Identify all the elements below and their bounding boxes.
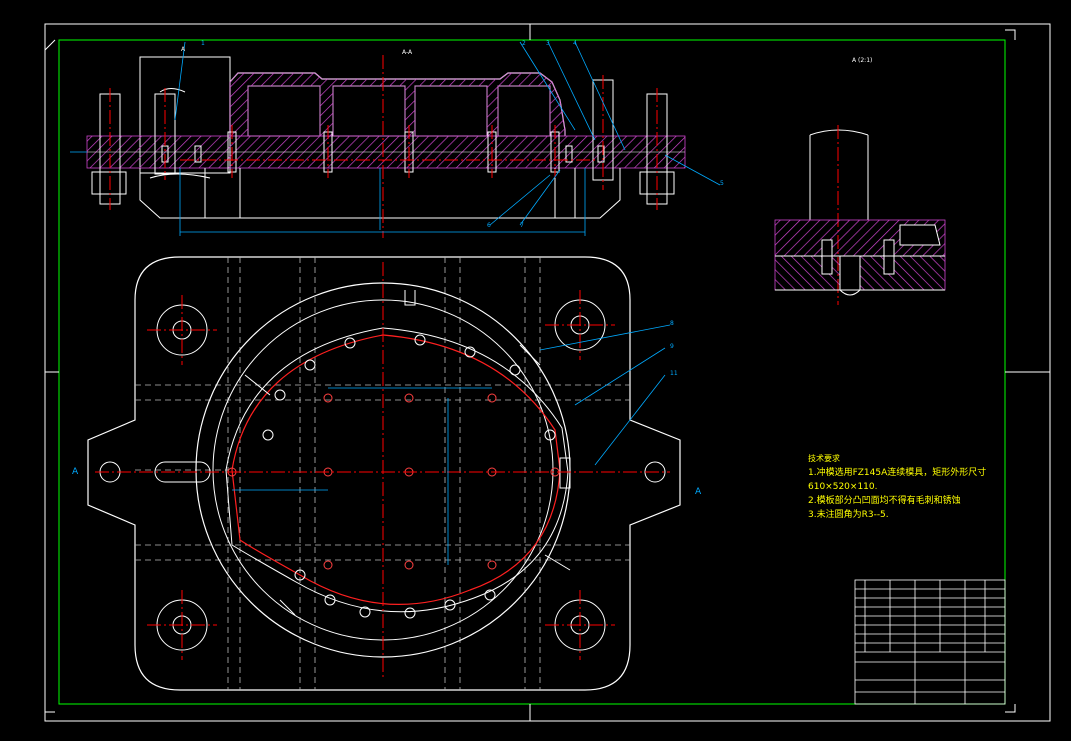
technical-note-3: 3.未注圆角为R3--5. bbox=[808, 510, 889, 520]
balloon-6: 6 bbox=[487, 222, 491, 229]
balloon-11: 11 bbox=[670, 370, 678, 377]
technical-note-2: 2.模板部分凸凹面均不得有毛刺和锈蚀 bbox=[808, 496, 961, 506]
balloon-4: 4 bbox=[573, 40, 577, 47]
section-title: A-A bbox=[402, 49, 413, 56]
detail-title: A (2:1) bbox=[852, 57, 872, 64]
cut-mark-right: A bbox=[695, 487, 702, 497]
technical-note-1-cont: 610×520×110. bbox=[808, 482, 878, 492]
technical-notes-title: 技术要求 bbox=[808, 454, 840, 463]
cut-mark-left: A bbox=[72, 467, 79, 477]
balloon-9: 9 bbox=[670, 343, 674, 350]
title-block bbox=[854, 579, 1006, 705]
balloon-3: 3 bbox=[546, 40, 550, 47]
balloon-8: 8 bbox=[670, 320, 674, 327]
technical-note-1: 1.冲模选用FZ145A连续模具，矩形外形尺寸 bbox=[808, 468, 987, 478]
section-tag-a: A bbox=[181, 46, 186, 53]
balloon-7: 7 bbox=[520, 222, 524, 229]
balloon-1: 1 bbox=[201, 40, 205, 47]
technical-notes: 技术要求 1.冲模选用FZ145A连续模具，矩形外形尺寸 610×520×110… bbox=[808, 452, 986, 522]
plan-view: A A bbox=[72, 256, 702, 691]
balloon-2: 2 bbox=[522, 40, 526, 47]
detail-view-a: A (2:1) bbox=[774, 57, 946, 305]
balloon-5: 5 bbox=[720, 180, 724, 187]
frame-ticks bbox=[44, 24, 1050, 721]
section-view-a-a: A A-A bbox=[70, 41, 721, 238]
